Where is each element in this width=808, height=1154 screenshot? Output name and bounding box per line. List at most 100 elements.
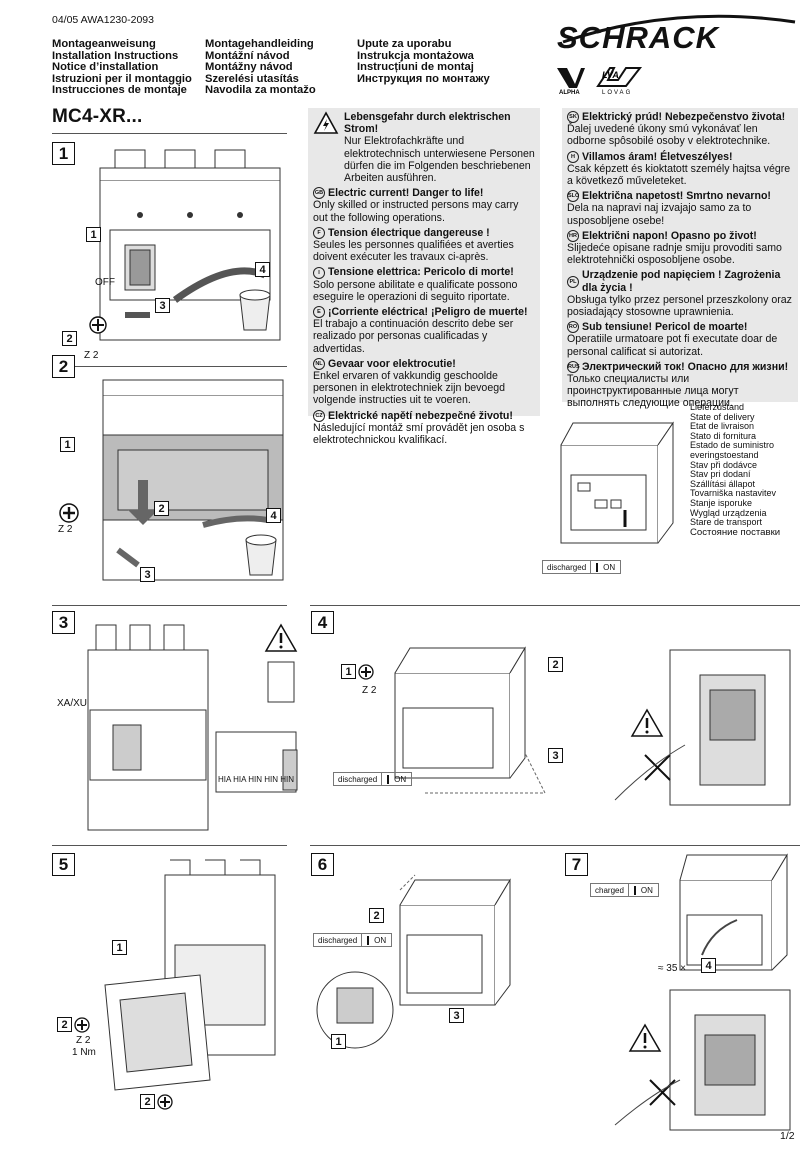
step-1-marker: 1 xyxy=(86,227,101,242)
breaker-illustration-4 xyxy=(394,646,546,794)
step-2-marker: 2 xyxy=(154,501,169,516)
document-reference: 04/05 AWA1230-2093 xyxy=(52,14,154,26)
divider xyxy=(52,366,287,367)
z2-label: Z 2 xyxy=(84,350,99,361)
section-number-3: 3 xyxy=(52,611,75,634)
section-number-7: 7 xyxy=(565,853,588,876)
breaker-illustration-1 xyxy=(89,149,281,341)
divider xyxy=(52,845,287,846)
breaker-interior-illustration-4 xyxy=(614,649,791,806)
page-number: 1/2 xyxy=(780,1130,795,1142)
charged-label: charged xyxy=(595,885,624,895)
step-2-marker: 2 xyxy=(548,657,563,672)
on-label: ON xyxy=(603,562,616,572)
step-4-marker: 4 xyxy=(701,958,716,973)
divider xyxy=(52,133,287,134)
repeat-count-label: ≈ 35 × xyxy=(658,963,687,974)
warning-title: Lebensgefahr durch elektrischen Strom! xyxy=(344,111,511,136)
warning-e: E¡Corriente eléctrica! ¡Peligro de muert… xyxy=(313,306,528,355)
step-3-marker: 3 xyxy=(449,1008,464,1023)
header-line: Инструкция по монтажу xyxy=(357,72,490,85)
header-line: Istruzioni per il montaggio xyxy=(52,72,192,85)
brand-name: SCHRACK xyxy=(557,20,721,55)
header-line: Montážní návod xyxy=(205,49,290,62)
z2-label: Z 2 xyxy=(362,685,377,696)
header-line: Montageanweisung xyxy=(52,38,156,50)
schrack-logo: SCHRACK xyxy=(555,12,800,55)
on-label: ON xyxy=(374,935,387,945)
section-number-1: 1 xyxy=(52,142,75,165)
hin-terminal-label: HIA HIA HIN HIN HIN xyxy=(218,775,295,784)
header-col-3: Upute za uporabu Instrukcja montażowa In… xyxy=(357,38,490,85)
discharged-on-indicator: discharged ON xyxy=(333,772,413,786)
section-number-5: 5 xyxy=(52,853,75,876)
step-1-marker: 1 xyxy=(341,664,356,679)
warning-text: Nur Elektrofachkräfte und elektrotechnis… xyxy=(344,135,535,185)
screwdriver-icon xyxy=(358,664,374,680)
warning-box-left: Lebensgefahr durch elektrischen Strom!Nu… xyxy=(308,108,540,446)
discharged-on-indicator: discharged ON xyxy=(542,560,622,574)
step-2-marker: 2 xyxy=(369,908,384,923)
product-title: MC4-XR... xyxy=(52,106,143,127)
step-4-marker: 4 xyxy=(266,508,281,523)
step-2-marker: 2 xyxy=(62,331,77,346)
step-1-marker: 1 xyxy=(331,1034,346,1049)
divider xyxy=(310,845,800,846)
header-line: Montážny návod xyxy=(205,61,293,74)
svg-text:ALPHA: ALPHA xyxy=(559,90,580,96)
header-line: Installation Instructions xyxy=(52,49,179,62)
step-1-marker: 1 xyxy=(60,437,75,452)
screwdriver-icon xyxy=(157,1094,173,1110)
divider xyxy=(310,605,800,606)
step-2-marker: 2 xyxy=(140,1094,155,1109)
header-line: Navodila za montažo xyxy=(205,84,316,97)
screwdriver-icon xyxy=(59,503,79,523)
z2-label: Z 2 xyxy=(76,1035,91,1046)
electric-warning-icon xyxy=(313,111,339,134)
header-line: Szerelési utasítás xyxy=(205,72,299,85)
lovag-logo: LVA LOVAG xyxy=(596,64,644,96)
discharged-on-indicator: discharged ON xyxy=(313,933,393,947)
header-line: Instrukcja montażowa xyxy=(357,49,474,62)
step-3-marker: 3 xyxy=(140,567,155,582)
header-col-2: Montagehandleiding Montážní návod Montáž… xyxy=(205,38,316,97)
alpha-logo: ALPHA xyxy=(555,64,587,96)
header-line: Notice d’installation xyxy=(52,61,159,74)
discharged-label: discharged xyxy=(338,774,378,784)
section-number-4: 4 xyxy=(311,611,334,634)
header-line: Montagehandleiding xyxy=(205,38,314,50)
breaker-illustration-7a xyxy=(679,853,788,971)
torque-label: 1 Nm xyxy=(72,1047,96,1058)
screwdriver-icon xyxy=(74,1017,90,1033)
breaker-interior-illustration-7 xyxy=(614,989,791,1131)
section-number-6: 6 xyxy=(311,853,334,876)
breaker-illustration-6 xyxy=(316,874,511,1049)
discharged-label: discharged xyxy=(547,562,587,572)
delivery-state-illustration xyxy=(560,421,674,544)
header-line: Upute za uporabu xyxy=(357,38,452,50)
step-2-marker: 2 xyxy=(57,1017,72,1032)
svg-text:LOVAG: LOVAG xyxy=(602,90,632,96)
divider xyxy=(52,605,287,606)
step-1-marker: 1 xyxy=(112,940,127,955)
breaker-illustration-2 xyxy=(102,379,284,581)
off-label: OFF xyxy=(95,277,115,288)
z2-label: Z 2 xyxy=(58,524,73,535)
breaker-illustration-5 xyxy=(104,859,276,1091)
xaxu-label: XA/XU xyxy=(57,698,88,709)
svg-text:LVA: LVA xyxy=(602,70,619,80)
header-line: Instrucciones de montaje xyxy=(52,84,187,97)
